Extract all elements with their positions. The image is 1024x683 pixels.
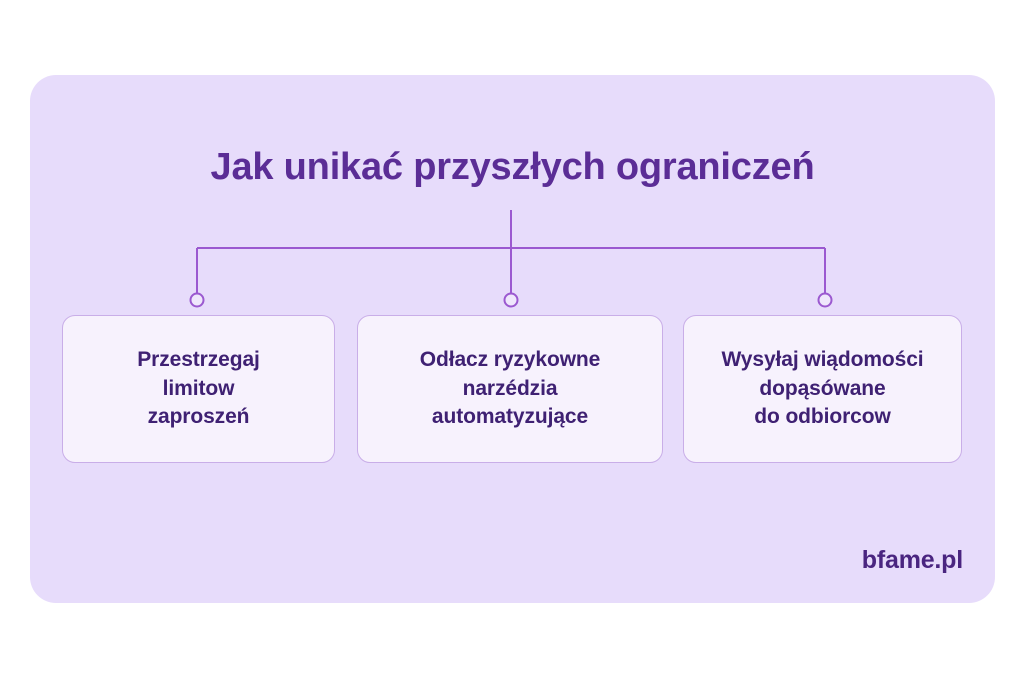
tip-card-3: Wysyłaj wiądomości dopąsówane do odbiorc… [683,315,962,463]
page-title: Jak unikać przyszłych ograniczeń [210,146,815,188]
connector-node-3 [817,292,833,308]
connector-node-2 [503,292,519,308]
tips-row: Przestrzegaj limitow zaproszeń Odłacz ry… [62,315,962,463]
connector-node-1 [189,292,205,308]
infographic-card: Jak unikać przyszłych ograniczeń Przestr… [30,75,995,603]
tip-card-3-text: Wysyłaj wiądomości dopąsówane do odbiorc… [721,347,924,429]
tip-card-2: Odłacz ryzykowne narzédzia automatyzując… [357,315,663,463]
tip-card-2-text: Odłacz ryzykowne narzédzia automatyzując… [419,347,601,429]
tip-card-1-text: Przestrzegaj limitow zaproszeń [137,347,260,429]
brand-watermark: bfame.pl [861,546,963,574]
tip-card-1: Przestrzegaj limitow zaproszeń [62,315,335,463]
